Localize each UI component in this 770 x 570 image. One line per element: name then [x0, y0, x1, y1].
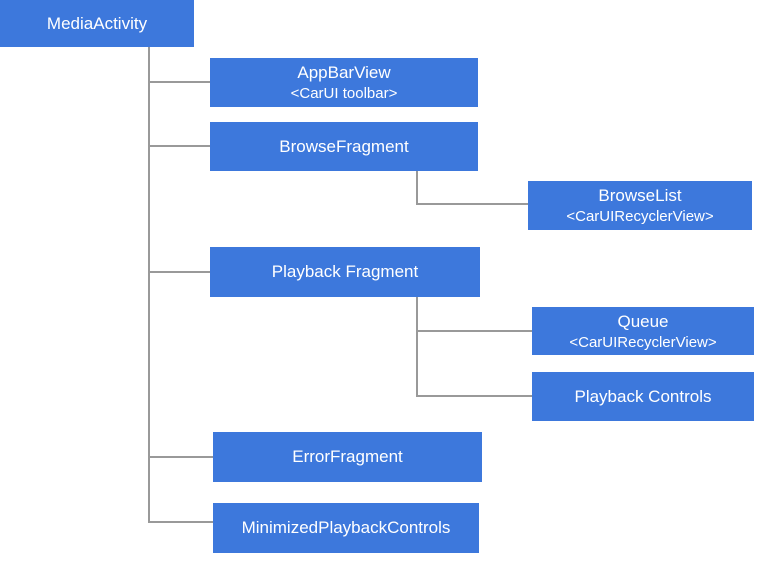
node-label: Queue [617, 311, 669, 331]
node-label: Playback Fragment [271, 262, 419, 281]
node-sublabel: <CarUIRecyclerView> [566, 208, 714, 225]
node-sublabel: <CarUIRecyclerView> [569, 333, 717, 351]
node-label: ErrorFragment [292, 447, 403, 466]
node-label: BrowseList [598, 186, 682, 205]
node-label: Playback Controls [574, 386, 712, 406]
branch-browse-list-line [416, 203, 528, 205]
branch-app-bar-view-line [148, 81, 210, 83]
node-playback-fragment: Playback Fragment [210, 247, 480, 297]
branch-queue-line [416, 330, 532, 332]
node-queue: Queue <CarUIRecyclerView> [532, 307, 754, 355]
branch-playback-fragment-line [148, 271, 210, 273]
node-error-fragment: ErrorFragment [213, 432, 482, 482]
node-sublabel: <CarUI toolbar> [290, 85, 398, 102]
branch-minimized-controls-line [148, 521, 213, 523]
node-minimized-playback-controls: MinimizedPlaybackControls [213, 503, 479, 553]
trunk-vertical-line [148, 47, 150, 523]
browse-child-vertical-line [416, 171, 418, 205]
node-browse-fragment: BrowseFragment [210, 122, 478, 171]
node-media-activity: MediaActivity [0, 0, 194, 47]
node-label: MediaActivity [46, 13, 148, 33]
branch-playback-controls-line [416, 395, 532, 397]
node-playback-controls: Playback Controls [532, 372, 754, 421]
branch-browse-fragment-line [148, 145, 210, 147]
branch-error-fragment-line [148, 456, 213, 458]
node-browse-list: BrowseList <CarUIRecyclerView> [528, 181, 752, 230]
node-label: BrowseFragment [279, 136, 409, 156]
playback-child-vertical-line [416, 297, 418, 397]
node-label: MinimizedPlaybackControls [241, 518, 451, 537]
node-app-bar-view: AppBarView <CarUI toolbar> [210, 58, 478, 107]
node-label: AppBarView [297, 63, 391, 82]
